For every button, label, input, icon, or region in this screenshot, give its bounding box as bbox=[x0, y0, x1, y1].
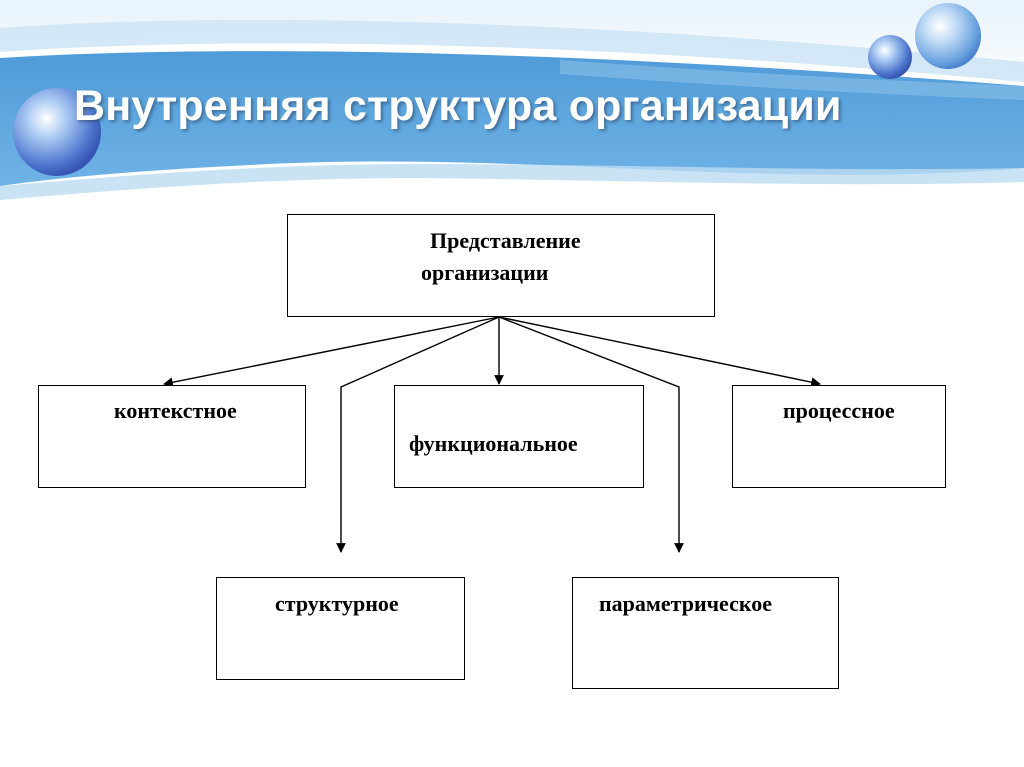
node-process: процессное bbox=[732, 385, 946, 488]
node-parametric-label: параметрическое bbox=[599, 591, 773, 616]
edge-root-to-parametric bbox=[498, 316, 684, 553]
node-contextual: контекстное bbox=[38, 385, 306, 488]
edge-root-to-process bbox=[498, 316, 821, 387]
node-contextual-label: контекстное bbox=[114, 398, 237, 423]
node-root-label-line2: организации bbox=[421, 260, 549, 285]
edge-root-to-contextual bbox=[163, 316, 500, 388]
header-banner bbox=[0, 0, 1024, 215]
slide-title: Внутренняя структура организации bbox=[74, 82, 842, 130]
node-root-label-line1: Представление bbox=[430, 228, 581, 253]
bubble-decoration-right-large bbox=[915, 3, 981, 69]
node-structural: структурное bbox=[216, 577, 465, 680]
node-functional: функциональное bbox=[394, 385, 644, 488]
node-parametric: параметрическое bbox=[572, 577, 839, 689]
node-root: Представление организации bbox=[287, 214, 715, 317]
node-process-label: процессное bbox=[783, 398, 895, 423]
bubble-decoration-right-small bbox=[868, 35, 912, 79]
node-structural-label: структурное bbox=[275, 591, 399, 616]
bubble-decoration-left bbox=[13, 88, 101, 176]
node-functional-label: функциональное bbox=[409, 431, 578, 456]
edge-root-to-structural bbox=[336, 316, 500, 553]
